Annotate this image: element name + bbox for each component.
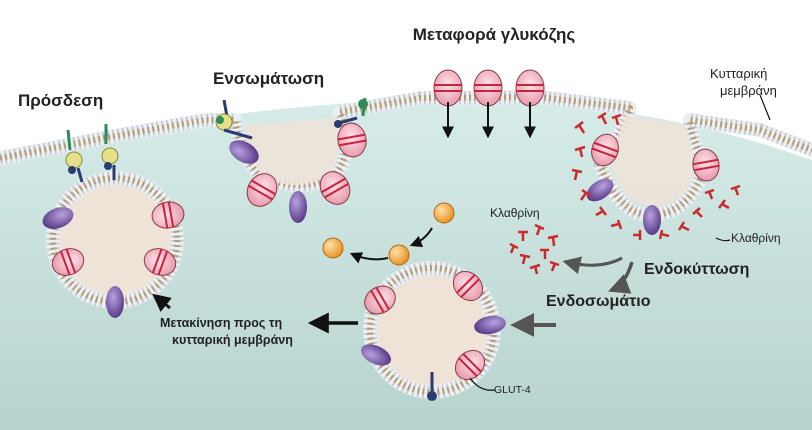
purple-protein bbox=[289, 191, 307, 223]
purple-protein bbox=[474, 315, 506, 335]
membrane-glut4-transporters bbox=[433, 69, 545, 107]
endosome-to-binding-arrow bbox=[152, 293, 172, 313]
glut4-transporter bbox=[591, 133, 619, 167]
glut4-transporter bbox=[515, 69, 545, 107]
membrane-pointer-line bbox=[759, 94, 771, 121]
endocytosis-pocket-proteins bbox=[586, 133, 720, 235]
glut4-transporter bbox=[151, 201, 185, 229]
free-clathrin bbox=[509, 223, 560, 275]
purple-protein bbox=[643, 205, 661, 235]
glut4-transporter bbox=[319, 171, 351, 205]
label-incorporation: Ενσωμάτωση bbox=[213, 69, 324, 88]
label-clathrin-free: Κλαθρίνη bbox=[490, 206, 540, 220]
glut4-transporter bbox=[692, 148, 720, 182]
process-arrows bbox=[152, 94, 771, 391]
label-cell-membrane-line1: Κυτταρική bbox=[710, 66, 767, 81]
glut4-transporter bbox=[143, 248, 177, 276]
glucose-flow-arrows bbox=[349, 227, 433, 264]
endocytosis-pocket-lumen bbox=[612, 115, 696, 207]
clathrin-coat bbox=[571, 111, 741, 240]
insulin-receptor bbox=[427, 372, 437, 401]
purple-protein bbox=[361, 344, 391, 366]
glut4-transporter bbox=[473, 69, 503, 107]
endocytosis-arrow bbox=[608, 261, 634, 294]
label-clathrin-coat: Κλαθρίνη bbox=[731, 231, 781, 245]
label-binding: Πρόσδεση bbox=[18, 91, 103, 110]
insulin-receptor bbox=[215, 99, 253, 140]
insulin-receptor bbox=[65, 129, 84, 183]
glut4-transporter bbox=[433, 69, 463, 107]
insulin-receptor bbox=[334, 97, 368, 128]
glut4-transporter bbox=[454, 349, 486, 381]
label-movement-line2: κυτταρική μεμβράνη bbox=[172, 333, 293, 347]
glut4-transporter bbox=[246, 173, 278, 207]
glut4-transporter bbox=[364, 285, 396, 315]
endosome-vesicle bbox=[361, 261, 506, 401]
glucose-transport-arrows bbox=[442, 102, 536, 139]
purple-protein bbox=[229, 140, 259, 164]
clathrin-pointer-line bbox=[715, 237, 731, 242]
glut4-pointer-line bbox=[469, 377, 496, 391]
purple-protein bbox=[106, 286, 124, 318]
label-endosome: Ενδοσωμάτιο bbox=[546, 293, 651, 310]
label-glut4: GLUT-4 bbox=[494, 384, 531, 396]
clathrin-release-arrow bbox=[562, 256, 623, 275]
label-glucose-transport: Μεταφορά γλυκόζης bbox=[413, 25, 576, 44]
glut4-transporter bbox=[452, 270, 484, 302]
glut4-transporter bbox=[51, 248, 85, 276]
binding-vesicle bbox=[42, 124, 185, 318]
incorporation-pocket-lumen bbox=[245, 118, 339, 185]
purple-protein bbox=[42, 207, 74, 229]
incorporation-pocket-proteins bbox=[215, 97, 368, 223]
label-endocytosis: Ενδοκύττωση bbox=[644, 261, 749, 278]
label-movement-line1: Μετακίνηση προς τη bbox=[160, 316, 282, 330]
purple-protein bbox=[586, 178, 614, 202]
glucose-molecules bbox=[322, 202, 455, 266]
insulin-receptor bbox=[101, 124, 119, 180]
label-cell-membrane-line2: μεμβράνη bbox=[720, 83, 777, 98]
glut4-transporter bbox=[337, 122, 367, 158]
